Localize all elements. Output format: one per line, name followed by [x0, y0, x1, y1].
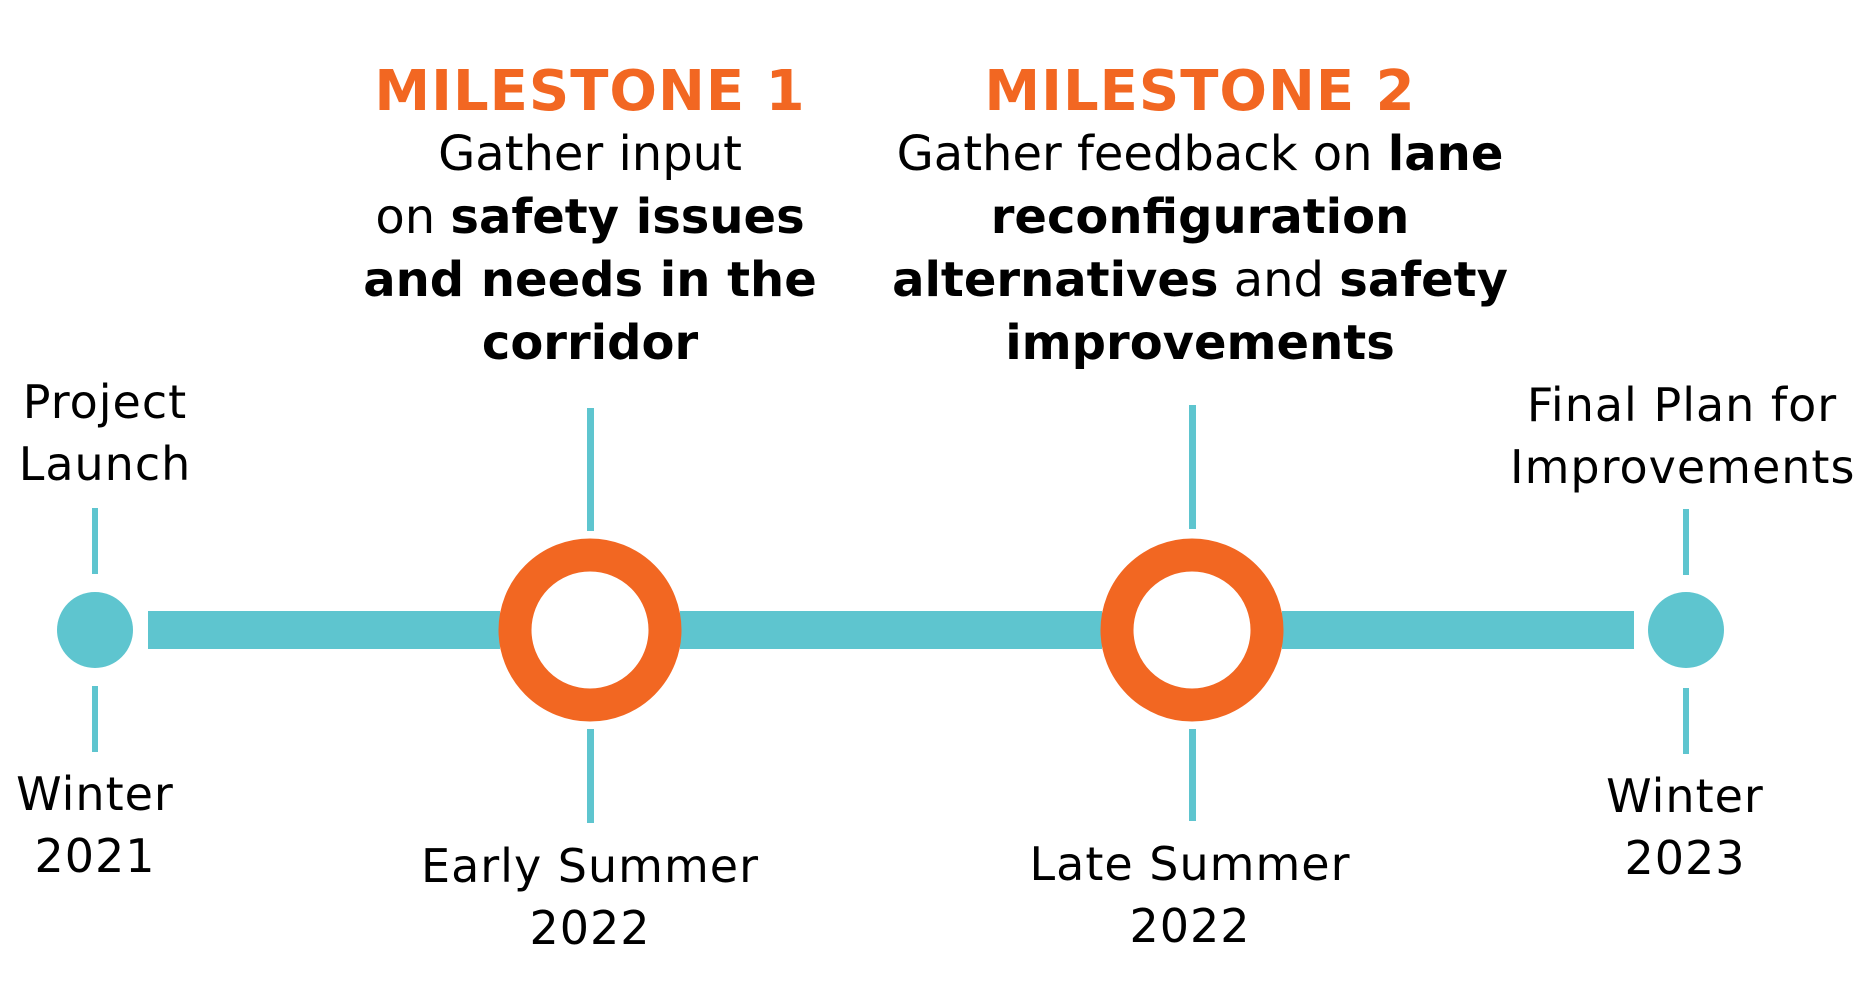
end-dot [1648, 592, 1724, 668]
milestone-1-description-line-3: and needs in the [310, 249, 870, 312]
start-date: Winter 2021 [0, 763, 190, 887]
end-tick-bottom [1683, 688, 1689, 754]
start-dot [57, 592, 133, 668]
end-label: Final Plan for Improvements [1510, 374, 1854, 498]
milestone-2-tick-top [1189, 405, 1196, 529]
milestone-1-tick-top [587, 408, 594, 531]
start-label-line-1: Project [22, 375, 188, 429]
timeline-bar-segment-1 [148, 611, 500, 649]
milestone-2-description-segment: lane [1387, 126, 1504, 182]
milestone-2-description-segment: alternatives [892, 252, 1219, 308]
end-date: Winter 2023 [1590, 765, 1780, 889]
milestone-1-description-segment: and needs in the [363, 252, 817, 308]
milestone-1-tick-bottom [587, 729, 594, 823]
milestone-1-description-segment: corridor [481, 315, 699, 371]
timeline-bar-segment-3 [1282, 611, 1634, 649]
milestone-2-description-line-4: improvements [860, 312, 1540, 375]
end-date-year: 2023 [1624, 831, 1746, 885]
milestone-2-date-season: Late Summer [1029, 837, 1351, 891]
milestone-1-description-segment: Gather input [438, 126, 742, 182]
milestone-2-date: Late Summer 2022 [1000, 833, 1380, 957]
start-label-line-2: Launch [18, 437, 192, 491]
milestone-2-description-line-2: reconfiguration [860, 186, 1540, 249]
milestone-1-description-line-1: Gather input [310, 123, 870, 186]
milestone-2-description-segment: improvements [1005, 315, 1395, 371]
milestone-2-description-segment: and [1218, 252, 1340, 308]
milestone-2-description-segment: Gather feedback on [896, 126, 1388, 182]
timeline-bar-segment-2 [680, 611, 1102, 649]
milestone-1-description-line-2: on safety issues [310, 186, 870, 249]
milestone-1-description-segment: on [375, 189, 451, 245]
milestone-1-date-season: Early Summer [421, 839, 759, 893]
milestone-1-date: Early Summer 2022 [400, 835, 780, 959]
milestone-2-description-segment: reconfiguration [990, 189, 1410, 245]
milestone-2-title: MILESTONE 2 [984, 59, 1416, 124]
milestone-1-date-year: 2022 [529, 901, 651, 955]
end-tick-top [1683, 509, 1689, 575]
milestone-2-description-segment: safety [1339, 252, 1508, 308]
milestone-1-description-line-4: corridor [310, 312, 870, 375]
milestone-2-ring [1100, 538, 1284, 722]
milestone-2-date-year: 2022 [1129, 899, 1251, 953]
milestone-1-description-segment: safety issues [450, 189, 805, 245]
start-date-season: Winter [16, 767, 174, 821]
milestone-2-tick-bottom [1189, 729, 1196, 821]
start-tick-top [92, 508, 98, 574]
end-label-line-1: Final Plan for [1526, 378, 1838, 432]
milestone-1-title: MILESTONE 1 [374, 59, 806, 124]
milestone-2-description-line-3: alternatives and safety [860, 249, 1540, 312]
milestone-1-ring [498, 538, 682, 722]
start-date-year: 2021 [34, 829, 156, 883]
end-date-season: Winter [1606, 769, 1764, 823]
end-label-line-2: Improvements [1510, 440, 1854, 494]
milestone-2-description-line-1: Gather feedback on lane [860, 123, 1540, 186]
start-label: Project Launch [10, 371, 200, 495]
start-tick-bottom [92, 686, 98, 752]
